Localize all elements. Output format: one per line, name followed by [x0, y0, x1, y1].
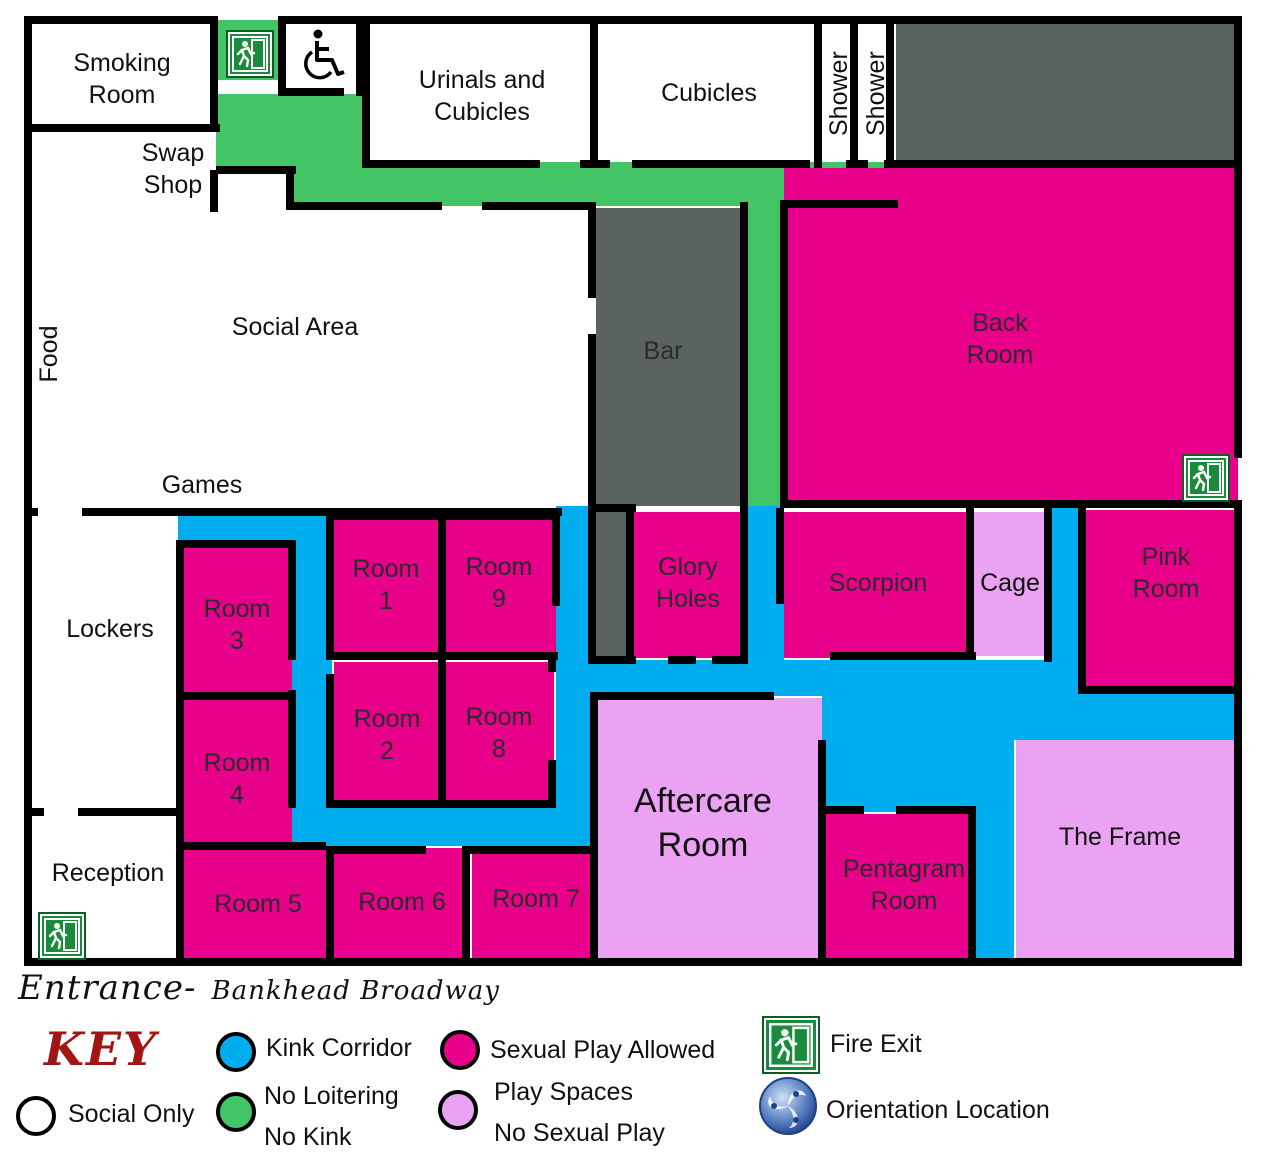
glory-holes-area: [634, 512, 742, 658]
kink-corridor-key: Kink Corridor: [266, 1034, 412, 1062]
room-8-label: Room 8: [465, 703, 533, 763]
room-3-area: [182, 546, 292, 696]
wheelchair-icon: [304, 29, 345, 80]
room-9-area: [446, 516, 556, 656]
entrance-label: Entrance- Bankhead Broadway: [18, 968, 500, 1008]
play-spaces-key: Play Spaces: [494, 1078, 633, 1106]
room-6-label: Room 6: [358, 888, 446, 916]
room-7-area: [472, 848, 596, 958]
fire-exit-key: Fire Exit: [830, 1030, 922, 1058]
urinals-label: Urinals and Cubicles: [418, 66, 546, 126]
shower-1-label: Shower: [825, 51, 853, 136]
kink-corridor: [822, 690, 1236, 740]
lockers-label: Lockers: [66, 615, 154, 643]
room-3-label: Room 3: [203, 595, 271, 655]
room-5-area: [182, 848, 330, 958]
no-sexual-play-key: No Sexual Play: [494, 1119, 665, 1147]
aftercare-room-area: [598, 698, 822, 958]
swap-shop-label: Swap Shop: [141, 139, 205, 199]
room-7-label: Room 7: [492, 885, 580, 913]
room-9-label: Room 9: [465, 553, 533, 613]
bar-label: Bar: [643, 337, 683, 365]
scorpion-label: Scorpion: [828, 569, 928, 597]
fire-exit-icon: [38, 912, 86, 960]
cage-area: [974, 512, 1046, 656]
kink-corridor: [292, 516, 332, 846]
fire-exit-icon: [762, 1016, 820, 1074]
smoking-room-label: Smoking Room: [73, 49, 171, 109]
no-loitering-corridor: [216, 94, 362, 166]
shower-2-label: Shower: [862, 51, 890, 136]
room-1-area: [334, 516, 442, 656]
back-room-label: Back Room: [966, 309, 1034, 369]
no-loitering-swatch: [216, 1092, 256, 1132]
social-only-key: Social Only: [68, 1100, 195, 1128]
room-2-area: [334, 662, 440, 802]
walls: [24, 16, 1242, 966]
cage-label: Cage: [980, 569, 1040, 597]
key-title: KEY: [44, 1022, 158, 1076]
sexual-play-key: Sexual Play Allowed: [490, 1036, 716, 1064]
no-loitering-key: No Loitering: [264, 1082, 399, 1110]
glory-holes-label: Glory Holes: [656, 553, 720, 613]
sexual-play-swatch: [440, 1030, 480, 1070]
back-room-area: [784, 168, 1238, 504]
bar-strip-lower: [596, 512, 630, 658]
pink-room-area: [1084, 510, 1236, 688]
orientation-location-key: Orientation Location: [826, 1096, 1050, 1124]
cubicles-label: Cubicles: [661, 79, 757, 107]
service-area-top-right: [896, 24, 1236, 162]
kink-corridor: [974, 736, 1014, 958]
pentagram-room-area: [826, 814, 972, 958]
room-6-area: [334, 848, 468, 958]
street-name: Bankhead Broadway: [211, 976, 500, 1006]
bar-area: [596, 208, 744, 506]
social-area-label: Social Area: [231, 313, 359, 341]
room-2-label: Room 2: [353, 705, 421, 765]
kink-corridor: [292, 804, 592, 846]
no-loitering-corridor: [746, 200, 780, 506]
kink-corridor: [1052, 506, 1082, 696]
fire-exit-icon: [1182, 454, 1230, 502]
pentagram-room-label: Pentagram Room: [842, 855, 966, 915]
food-label: Food: [35, 325, 63, 383]
pink-room-label: Pink Room: [1132, 543, 1200, 603]
legend: KEY Kink Corridor Sexual Play Allowed Fi…: [0, 1010, 1262, 1151]
fire-exit-icon: [226, 30, 274, 78]
room-1-label: Room 1: [352, 555, 420, 615]
room-4-area: [182, 700, 292, 844]
floor-plan: Smoking Room Urinals and Cubicles Cubicl…: [24, 16, 1242, 966]
triskelion-icon: [759, 1077, 817, 1135]
room-5-label: Room 5: [214, 890, 302, 918]
room-8-area: [446, 662, 554, 802]
reception-label: Reception: [51, 859, 165, 887]
social-only-swatch: [16, 1096, 56, 1136]
games-label: Games: [161, 471, 243, 499]
kink-corridor-swatch: [216, 1032, 256, 1072]
no-kink-key: No Kink: [264, 1123, 352, 1151]
aftercare-room-label: Aftercare Room: [634, 782, 772, 864]
the-frame-label: The Frame: [1058, 823, 1182, 851]
entrance-text: Entrance-: [18, 968, 197, 1008]
room-4-label: Room 4: [203, 749, 271, 809]
the-frame-area: [1016, 740, 1236, 958]
scorpion-area: [784, 512, 970, 658]
play-spaces-swatch: [438, 1090, 478, 1130]
